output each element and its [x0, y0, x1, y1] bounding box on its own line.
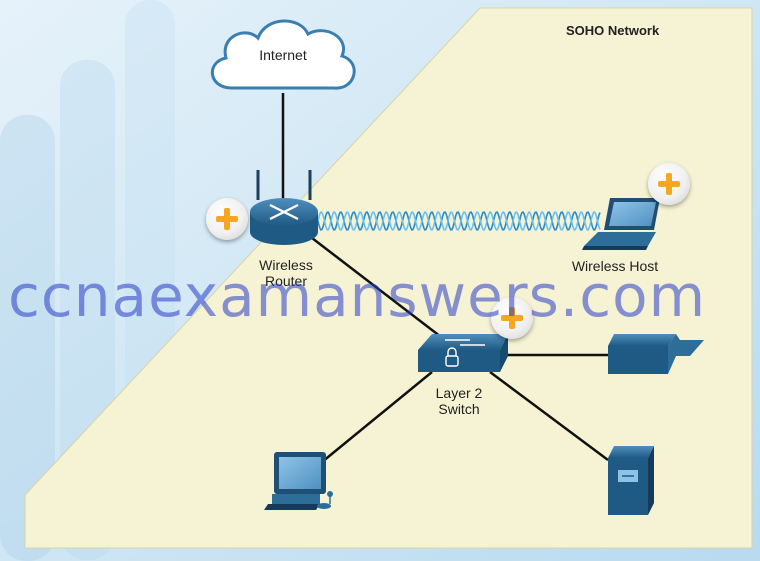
router-plus-icon[interactable]: [206, 198, 248, 240]
cloud-icon: [210, 19, 356, 90]
router-label-line1: Wireless: [259, 257, 313, 273]
link-router-switch: [311, 237, 446, 341]
desktop-pc-icon: [264, 452, 333, 510]
switch-icon: [418, 334, 508, 372]
wireless-host-plus-icon[interactable]: [648, 163, 690, 205]
switch-label-line1: Layer 2: [435, 385, 483, 401]
soho-panel: [24, 7, 753, 549]
laptop-icon: [582, 198, 660, 250]
internet-label: Internet: [259, 47, 307, 63]
link-switch-pc: [321, 371, 433, 463]
switch-label-line2: Switch: [438, 401, 480, 417]
router-icon: [250, 170, 318, 245]
switch-label: Layer 2 Switch: [418, 385, 500, 417]
server-icon: [608, 446, 654, 515]
diagram-title: SOHO Network: [566, 23, 660, 38]
switch-plus-icon[interactable]: [491, 297, 533, 339]
router-label: Wireless Router: [244, 257, 328, 289]
link-switch-server: [489, 370, 609, 462]
printer-icon: [608, 334, 704, 374]
watermark-text: ccnaexamanswers.com: [8, 262, 707, 330]
wireless-host-label: Wireless Host: [571, 258, 659, 274]
router-label-line2: Router: [264, 273, 308, 289]
wireless-link: [317, 211, 601, 231]
